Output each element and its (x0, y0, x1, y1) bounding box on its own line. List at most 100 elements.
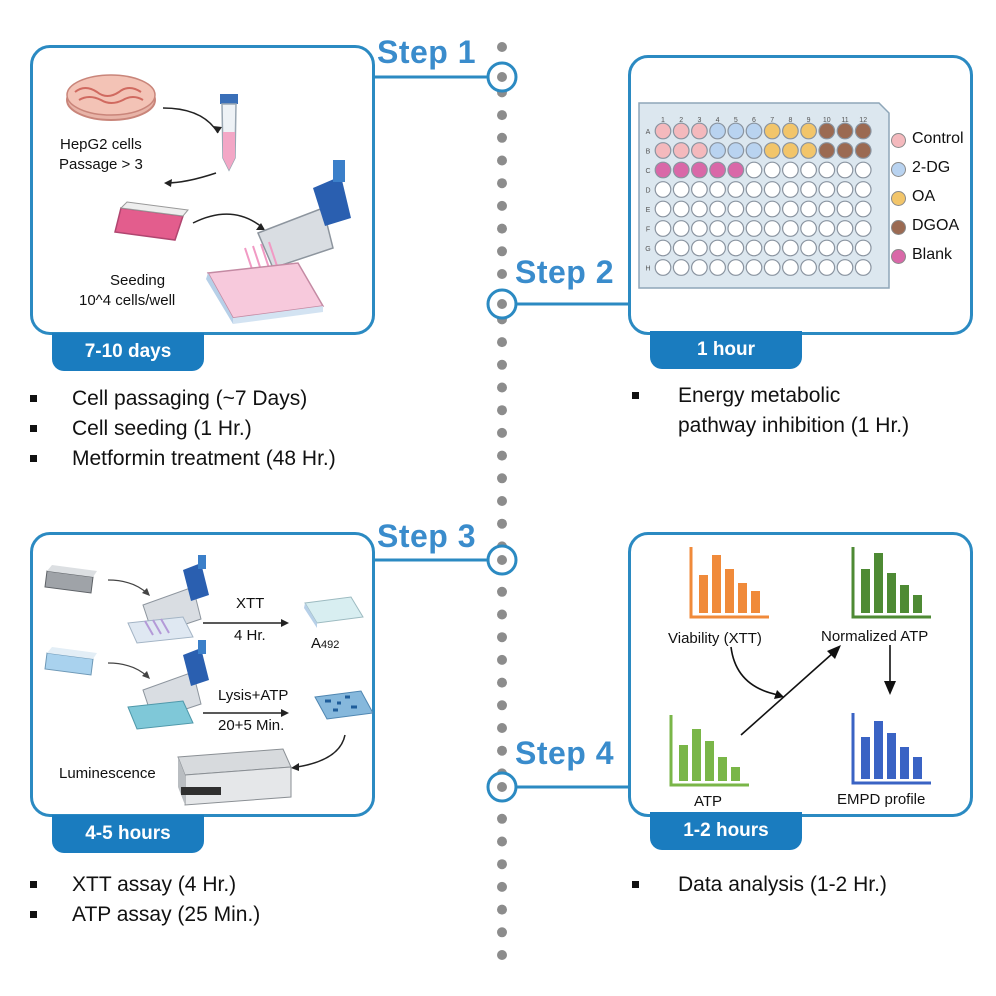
list-item: Energy metabolic pathway inhibition (1 H… (630, 381, 909, 441)
step4-bullets: Data analysis (1-2 Hr.) (630, 870, 887, 900)
plate-well (800, 239, 818, 257)
timeline-dot (497, 110, 507, 121)
plate-well (836, 220, 854, 237)
plate-well (709, 220, 726, 237)
plate-well (781, 259, 799, 276)
plate-well (818, 239, 836, 257)
timeline-dot (497, 359, 507, 370)
plate-column-label: 6 (752, 117, 756, 124)
plate-column-label: 5 (734, 117, 738, 124)
timeline-dot (497, 723, 507, 733)
plate-well (654, 181, 672, 198)
list-item: Data analysis (1-2 Hr.) (630, 870, 887, 900)
reservoir-icon (44, 565, 97, 594)
plate-well (709, 181, 726, 198)
step4-panel: Viability (XTT) Normalized ATP ATP EMPD … (628, 532, 973, 817)
plate-well (745, 200, 763, 218)
timeline-dot (497, 881, 507, 892)
plate-well (763, 200, 781, 218)
step1-illustration (66, 74, 351, 324)
plate-well (691, 239, 708, 257)
timeline-dot (497, 337, 507, 348)
step1-duration-badge: 7-10 days (52, 333, 204, 371)
plate-well (672, 181, 690, 198)
legend-swatch (891, 162, 906, 177)
atp-label: ATP (694, 793, 723, 810)
flow-arrow (740, 652, 834, 736)
plate-well (654, 122, 672, 140)
multichannel-pipette-icon (127, 640, 209, 730)
plate-well (800, 142, 818, 159)
viability-label: Viability (XTT) (668, 630, 762, 647)
plate-well (818, 122, 836, 140)
plate-well (691, 259, 708, 276)
well-plate-icon (314, 690, 374, 720)
flow-arrow (730, 646, 780, 696)
legend-label: Blank (912, 246, 953, 263)
plate-well (763, 259, 781, 276)
centrifuge-tube-icon (220, 94, 238, 172)
multichannel-pipette-icon (244, 160, 351, 279)
step4-illustration (669, 547, 931, 787)
plate-well (781, 200, 799, 218)
plate-well (745, 181, 763, 198)
plate-well (672, 259, 690, 276)
chart-bar (861, 569, 870, 613)
plate-well (745, 122, 763, 140)
plate-well (818, 220, 836, 237)
plate-well (818, 259, 836, 276)
plate-well (654, 142, 672, 159)
step2-bullets: Energy metabolic pathway inhibition (1 H… (630, 381, 909, 441)
plate-row-label: B (646, 149, 651, 156)
plate-well (800, 122, 818, 140)
chart-bar (699, 575, 708, 613)
plate-well (781, 220, 799, 237)
chart-bar (679, 745, 688, 781)
plate-well (836, 259, 854, 276)
plate-well (781, 161, 799, 179)
plate-row-label: A (646, 129, 651, 136)
list-item: Cell passaging (~7 Days) (28, 384, 336, 414)
plate-row-label: G (645, 246, 650, 253)
plate-row-label: C (645, 168, 650, 175)
plate-well (709, 122, 726, 140)
step3-duration-badge: 4-5 hours (52, 815, 204, 853)
timeline-dot (497, 382, 507, 393)
plate-well (781, 122, 799, 140)
plate-well (672, 142, 690, 159)
chart-bar (751, 591, 760, 613)
lysis-label: Lysis+ATP (218, 687, 289, 704)
step2-duration-badge: 1 hour (650, 331, 802, 369)
plate-column-label: 11 (841, 117, 848, 124)
plate-well (691, 220, 708, 237)
plate-column-label: 10 (823, 117, 831, 124)
plate-well (672, 220, 690, 237)
chart-bar (725, 569, 734, 613)
plate-well (654, 239, 672, 257)
plate-column-label: 8 (788, 117, 792, 124)
well-plate-icon (304, 596, 364, 628)
plate-well (727, 200, 745, 218)
timeline-dot (497, 745, 507, 756)
plate-well (709, 142, 726, 159)
step1-title: Step 1 (377, 34, 477, 70)
density-label: 10^4 cells/well (79, 292, 176, 309)
legend-swatch (891, 133, 906, 148)
plate-column-label: 4 (716, 117, 720, 124)
plate-well (745, 142, 763, 159)
step3-illustration (44, 555, 374, 806)
plate-well (709, 259, 726, 276)
chart-bar (874, 721, 883, 779)
list-item: XTT assay (4 Hr.) (28, 870, 260, 900)
timeline-dot (497, 836, 507, 847)
plate-well (745, 161, 763, 179)
legend-label: Control (912, 130, 964, 147)
luminescence-label: Luminescence (59, 765, 156, 782)
plate-well (654, 161, 672, 179)
bullet-line-1: Energy metabolic (678, 384, 841, 407)
timeline-dot (497, 42, 507, 52)
reservoir-icon (44, 647, 97, 676)
step4-title: Step 4 (515, 735, 615, 771)
